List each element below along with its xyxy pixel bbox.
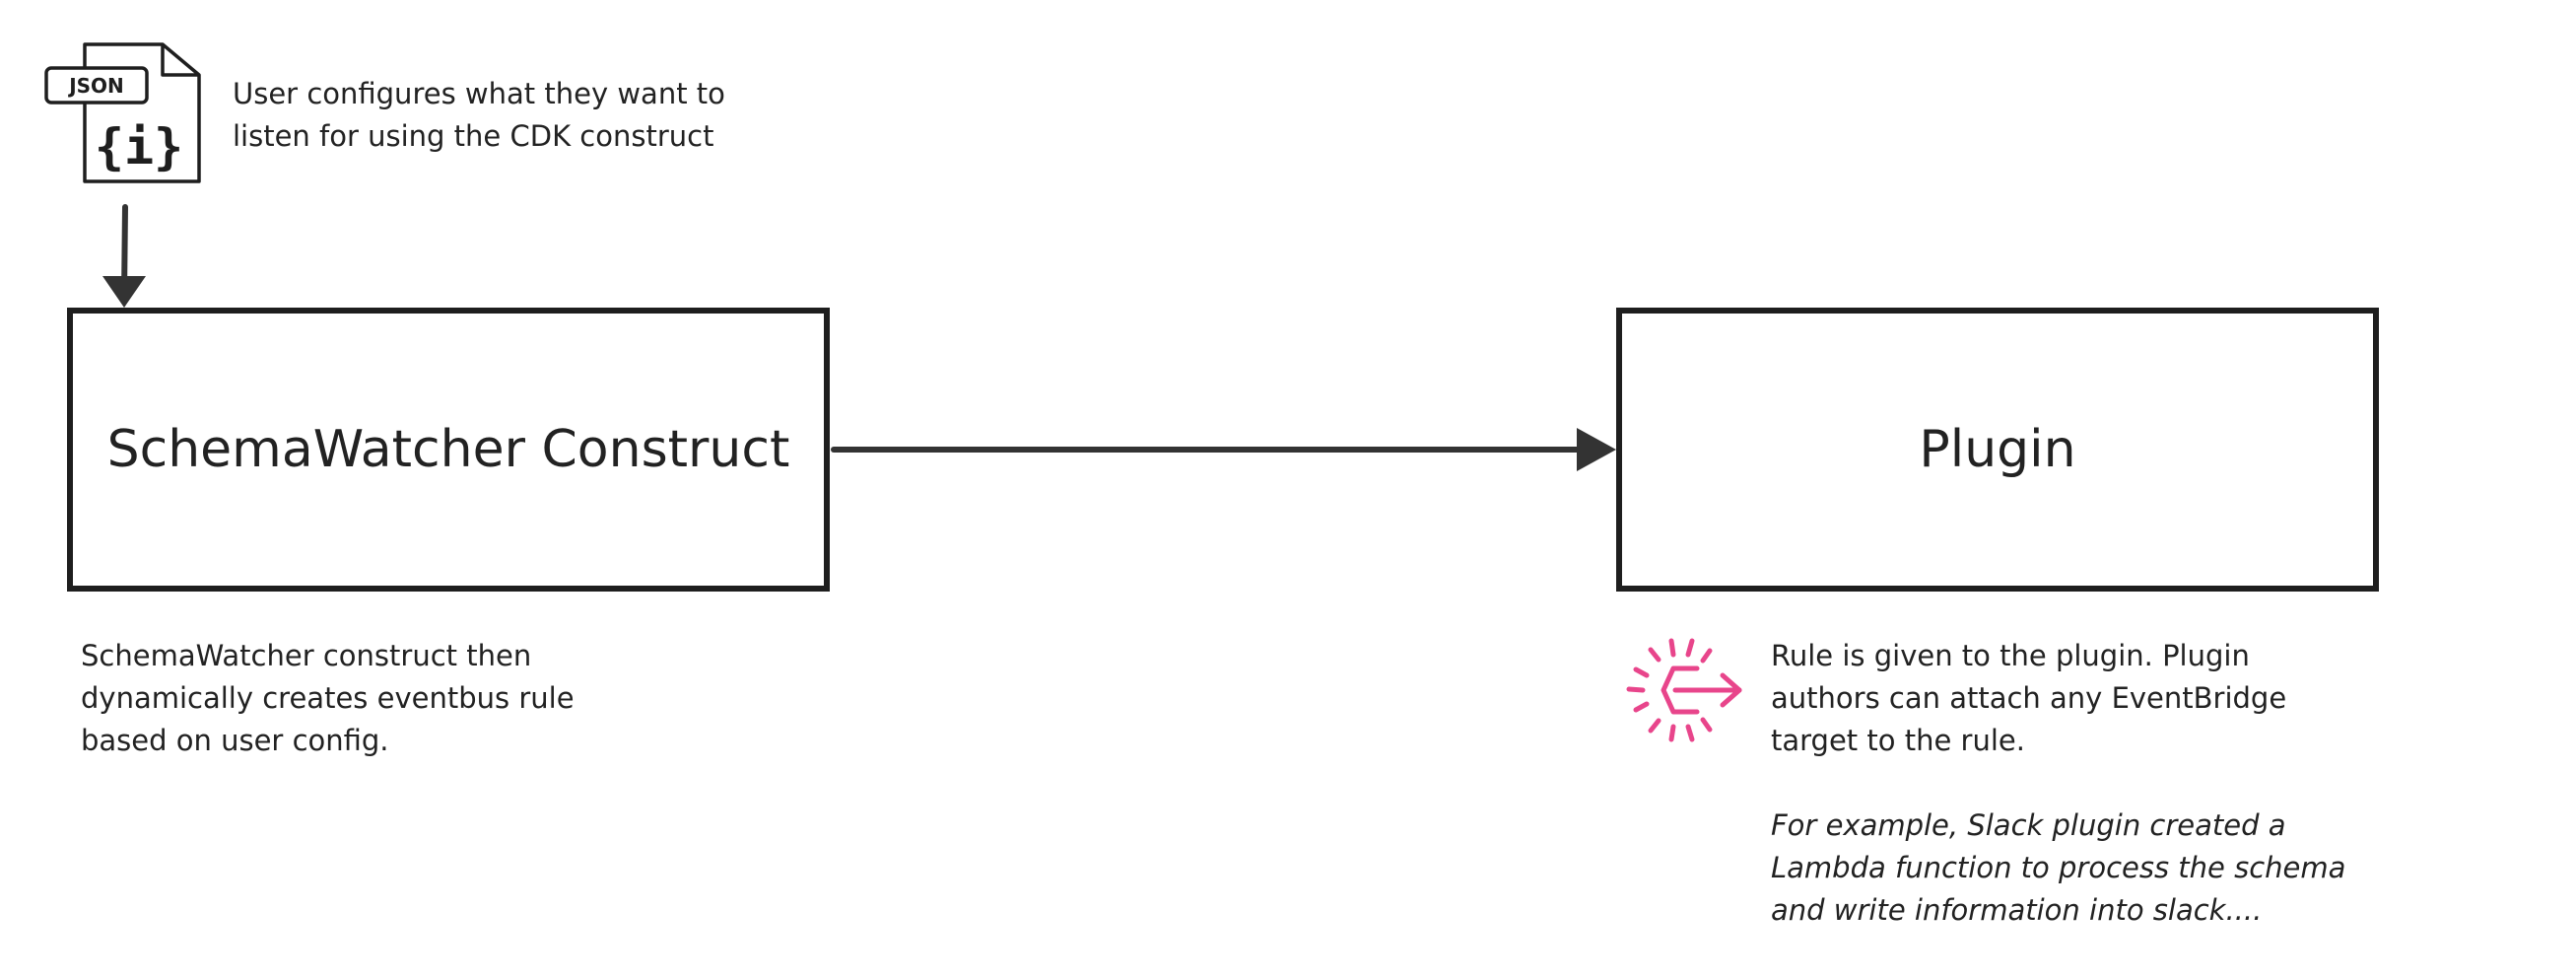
plugin-label: Plugin (1919, 420, 2076, 479)
construct-note-line: dynamically creates eventbus rule (81, 681, 575, 715)
plugin-note-line: Rule is given to the plugin. Plugin (1771, 639, 2250, 672)
plugin-box: Plugin (1616, 308, 2379, 592)
schemawatcher-construct-label: SchemaWatcher Construct (106, 420, 790, 479)
config-note-line: User configures what they want to (233, 77, 725, 110)
plugin-note-line: target to the rule. (1771, 724, 2025, 757)
config-note: User configures what they want to listen… (233, 73, 725, 158)
eventbridge-rule-icon (1616, 631, 1754, 749)
example-note-line: Lambda function to process the schema (1771, 851, 2346, 884)
plugin-note: Rule is given to the plugin. Plugin auth… (1771, 635, 2286, 762)
construct-note: SchemaWatcher construct then dynamically… (81, 635, 575, 762)
example-note-line: and write information into slack.... (1771, 893, 2263, 927)
json-icon-label: JSON (67, 74, 124, 98)
schemawatcher-construct-box: SchemaWatcher Construct (67, 308, 830, 592)
example-note: For example, Slack plugin created a Lamb… (1771, 805, 2345, 932)
json-icon-glyph: {i} (95, 118, 183, 175)
json-file-icon: JSON {i} (39, 37, 212, 190)
example-note-line: For example, Slack plugin created a (1771, 808, 2286, 842)
plugin-note-line: authors can attach any EventBridge (1771, 681, 2287, 715)
construct-note-line: based on user config. (81, 724, 389, 757)
arrow-json-to-construct (102, 204, 146, 308)
construct-note-line: SchemaWatcher construct then (81, 639, 532, 672)
arrow-construct-to-plugin (831, 428, 1616, 471)
config-note-line: listen for using the CDK construct (233, 119, 714, 153)
